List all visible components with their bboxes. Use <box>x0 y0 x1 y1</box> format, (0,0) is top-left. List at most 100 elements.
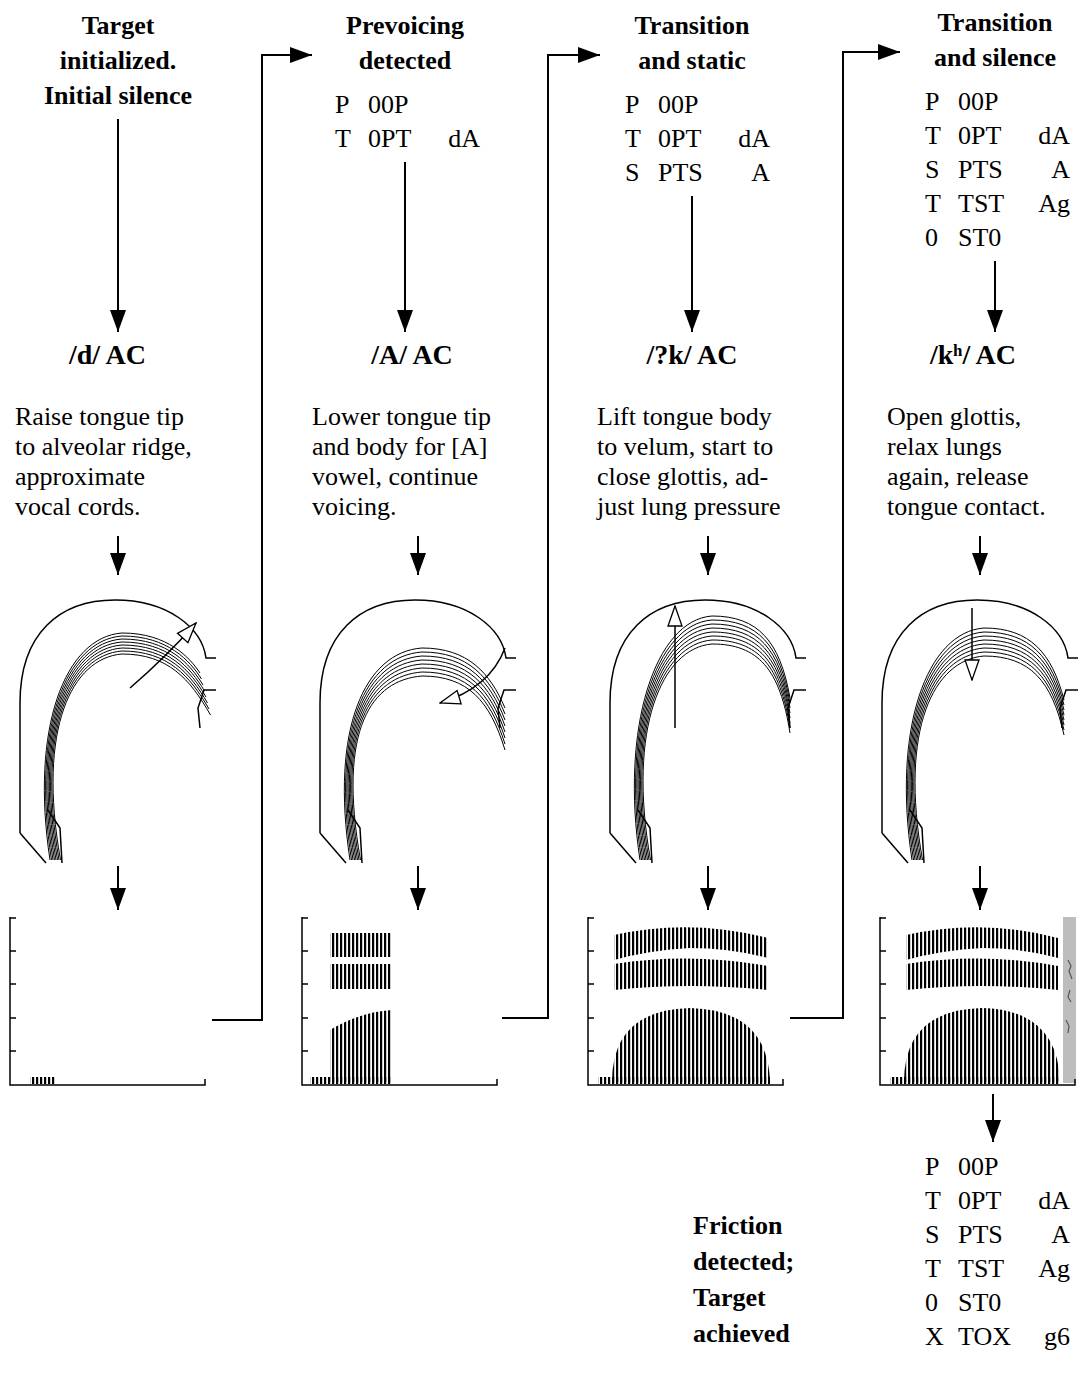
table-row: TTSTAg <box>925 187 1075 221</box>
jaw-outline <box>20 833 46 863</box>
flow-arrow <box>707 866 709 910</box>
table-row: T0PTdA <box>625 122 772 156</box>
lip-outline <box>198 690 216 728</box>
flow-arrow <box>417 866 419 910</box>
axis-tick <box>10 1017 16 1019</box>
table-cell: TST <box>958 187 1030 221</box>
state-heading: Friction detected; Target achieved <box>693 1208 813 1352</box>
articulation-step: /kʰ/ ACOpen glottis, relax lungs again, … <box>887 338 1059 522</box>
axis-tick <box>588 983 594 985</box>
phoneme-label: /?k/ AC <box>597 338 787 372</box>
tongue-contour <box>51 648 208 860</box>
table-cell: PTS <box>658 156 730 190</box>
vocal-tract <box>20 600 216 863</box>
state-table: P00PT0PTdASPTSA <box>625 88 772 190</box>
pharynx-wall <box>638 810 652 863</box>
table-cell: 00P <box>368 88 440 122</box>
table-row: SPTSA <box>625 156 772 190</box>
head-outline <box>320 600 516 833</box>
tongue-contour <box>346 652 505 860</box>
table-row: SPTSA <box>925 1218 1070 1252</box>
table-cell: PTS <box>958 153 1030 187</box>
tongue-contour <box>47 639 203 860</box>
voicing-bar <box>310 1077 392 1084</box>
table-row: TTSTAg <box>925 1252 1070 1286</box>
table-cell: T <box>925 1252 958 1286</box>
table-row: XTOXg6 <box>925 1320 1070 1354</box>
axis-tick <box>10 950 16 952</box>
articulation-step: /?k/ ACLift tongue body to velum, start … <box>597 338 787 522</box>
head-outline <box>610 600 806 833</box>
tongue-contour <box>48 642 204 860</box>
flow-arrow <box>979 536 981 575</box>
table-cell: T <box>625 122 658 156</box>
table-cell: P <box>925 85 958 119</box>
table-cell: 0 <box>925 1286 958 1320</box>
formant-band <box>614 927 768 960</box>
state-table: P00PT0PTdA <box>335 88 485 156</box>
table-cell: S <box>925 153 958 187</box>
axis-tick <box>588 1017 594 1019</box>
tongue-contour <box>915 656 1064 860</box>
formant-band <box>906 927 1058 960</box>
step-description: Lower tongue tip and body for [A] vowel,… <box>312 402 512 522</box>
formant-band <box>330 964 392 989</box>
flow-arrow <box>691 196 693 332</box>
table-cell: 0PT <box>958 1184 1030 1218</box>
axis-tick <box>302 1017 308 1019</box>
formant-band <box>904 1008 1060 1082</box>
formant-band <box>612 1008 770 1082</box>
axis-tick <box>880 950 886 952</box>
table-cell: ST0 <box>958 1286 1030 1320</box>
table-cell: S <box>925 1218 958 1252</box>
table-cell: P <box>335 88 368 122</box>
table-cell: T <box>925 119 958 153</box>
table-cell: 0 <box>925 221 958 255</box>
tongue-contour <box>643 644 790 860</box>
detection-state: Transition and staticP00PT0PTdASPTSA <box>612 8 772 190</box>
tongue-contour <box>910 640 1064 860</box>
friction-noise <box>1066 960 1072 1033</box>
tongue-contour <box>908 632 1064 860</box>
table-cell: P <box>925 1150 958 1184</box>
vocal-tract <box>610 600 806 863</box>
tongue-contour <box>352 672 505 860</box>
tongue-contour <box>353 676 505 860</box>
final-state: Friction detected; Target achievedP00PT0… <box>693 1150 1073 1354</box>
axis-tick <box>880 1017 886 1019</box>
head-outline <box>882 600 1078 833</box>
axis-tick <box>880 1050 886 1052</box>
tongue-contour <box>913 648 1064 860</box>
axis-tick <box>10 917 16 919</box>
lip-outline <box>1060 690 1078 728</box>
flow-arrow <box>117 866 119 910</box>
state-heading: Target initialized. Initial silence <box>38 8 198 113</box>
detection-state: Prevoicing detectedP00PT0PTdA <box>325 8 485 156</box>
table-cell: 0PT <box>368 122 440 156</box>
table-cell: 0PT <box>658 122 730 156</box>
tongue-contour <box>344 648 505 860</box>
detection-state: Target initialized. Initial silence <box>38 8 198 113</box>
flow-arrow <box>707 536 709 575</box>
articulation-step: /d/ ACRaise tongue tip to alveolar ridge… <box>15 338 200 522</box>
articulation-step: /A/ AC Lower tongue tip and body for [A] … <box>312 338 512 522</box>
formant-band <box>330 1010 392 1082</box>
table-row: 0ST0 <box>925 221 1075 255</box>
phoneme-label: /A/ AC <box>312 338 512 372</box>
drawing-part <box>30 927 1060 1084</box>
table-cell: dA <box>440 122 480 156</box>
state-table: P00PT0PTdASPTSATTSTAg0ST0 <box>925 85 1075 255</box>
table-cell: dA <box>1030 119 1070 153</box>
axis-tick <box>880 983 886 985</box>
tongue-contour <box>347 656 505 860</box>
vocal-tract <box>320 600 516 863</box>
table-cell: PTS <box>958 1218 1030 1252</box>
table-cell: T <box>925 1184 958 1218</box>
axis-tick <box>10 1050 16 1052</box>
table-cell: Ag <box>1030 187 1070 221</box>
detection-state: Transition and silenceP00PT0PTdASPTSATTS… <box>915 5 1075 255</box>
voicing-bar <box>30 1077 55 1084</box>
flow-arrow <box>992 1094 994 1142</box>
